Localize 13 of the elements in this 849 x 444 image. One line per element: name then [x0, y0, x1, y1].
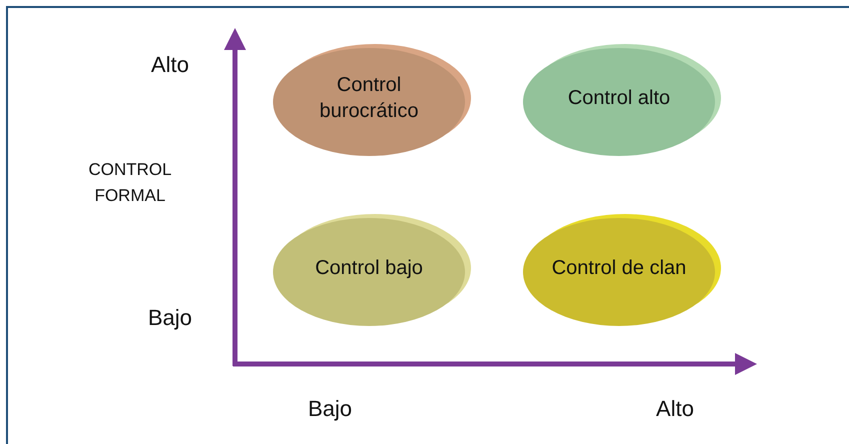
node-label: Control alto: [566, 86, 672, 111]
node-label: Control bajo: [314, 256, 424, 281]
node-label: Control de clan: [550, 256, 688, 281]
ellipse-node: [270, 214, 474, 328]
axis-title: CONTROL FORMAL: [87, 159, 173, 207]
axis-tick-label: Bajo: [146, 305, 194, 331]
ellipse-node: [270, 44, 474, 158]
ellipse-node: [520, 44, 724, 158]
axis-tick-label: Alto: [150, 52, 190, 78]
node-label: Control burocrático: [318, 73, 420, 124]
axis-tick-label: Alto: [655, 396, 695, 422]
axis-tick-label: Bajo: [306, 396, 354, 422]
ellipse-node: [520, 214, 724, 328]
